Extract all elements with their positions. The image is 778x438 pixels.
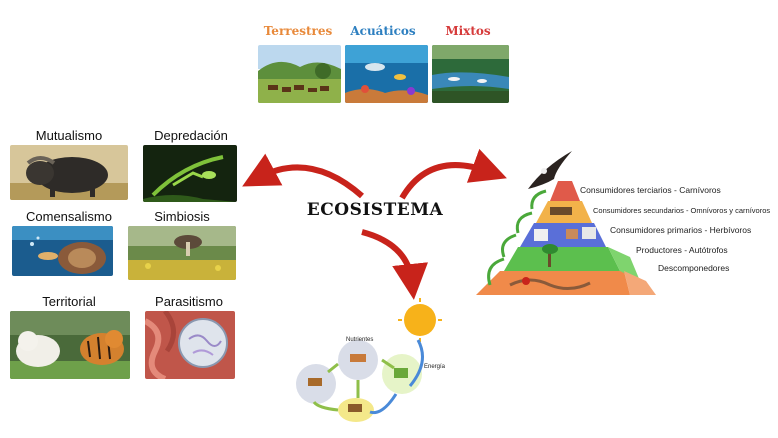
label-parasitismo: Parasitismo bbox=[155, 294, 223, 309]
simbiosis-image bbox=[128, 226, 236, 280]
arrow-to-relations bbox=[242, 153, 364, 199]
mutualismo-image bbox=[10, 145, 128, 200]
energy-cycle-diagram bbox=[296, 298, 442, 422]
pyramid-label-primary: Consumidores primarios - Herbívoros bbox=[610, 225, 752, 235]
pyramid-level-tertiary bbox=[550, 181, 580, 201]
type-label-terrestres: Terrestres bbox=[263, 24, 333, 38]
depredacion-image bbox=[143, 145, 237, 202]
terrestrial-image bbox=[258, 45, 341, 103]
parasitismo-image bbox=[145, 311, 235, 379]
energy-label: Energía bbox=[424, 364, 446, 370]
mixed-image bbox=[432, 45, 509, 103]
nutrients-label: Nutrientes bbox=[346, 337, 374, 343]
arrow-to-pyramid bbox=[399, 148, 507, 200]
type-label-acuaticos: Acuáticos bbox=[350, 24, 416, 38]
label-mutualismo: Mutualismo bbox=[35, 128, 103, 143]
arrow-to-cycle bbox=[361, 229, 429, 300]
comensalismo-image bbox=[12, 226, 113, 276]
pyramid-level-decomposers bbox=[476, 271, 630, 295]
label-depredacion: Depredación bbox=[154, 128, 228, 143]
ecosystem-title: ECOSISTEMA bbox=[306, 200, 444, 220]
pyramid-label-decomposers: Descomponedores bbox=[658, 263, 730, 273]
label-simbiosis: Simbiosis bbox=[154, 209, 210, 224]
pyramid-level-producers bbox=[504, 247, 620, 271]
trophic-pyramid bbox=[476, 151, 656, 295]
pyramid-label-tertiary: Consumidores terciarios - Carnívoros bbox=[580, 185, 721, 195]
aquatic-image bbox=[345, 45, 428, 103]
sun-icon bbox=[404, 304, 436, 336]
territorial-image bbox=[10, 311, 130, 379]
pyramid-label-secondary: Consumidores secundarios - Omnívoros y c… bbox=[593, 206, 771, 215]
type-label-mixtos: Mixtos bbox=[445, 24, 491, 38]
pyramid-label-producers: Productores - Autótrofos bbox=[636, 245, 728, 255]
label-comensalismo: Comensalismo bbox=[26, 209, 112, 224]
label-territorial: Territorial bbox=[42, 294, 96, 309]
